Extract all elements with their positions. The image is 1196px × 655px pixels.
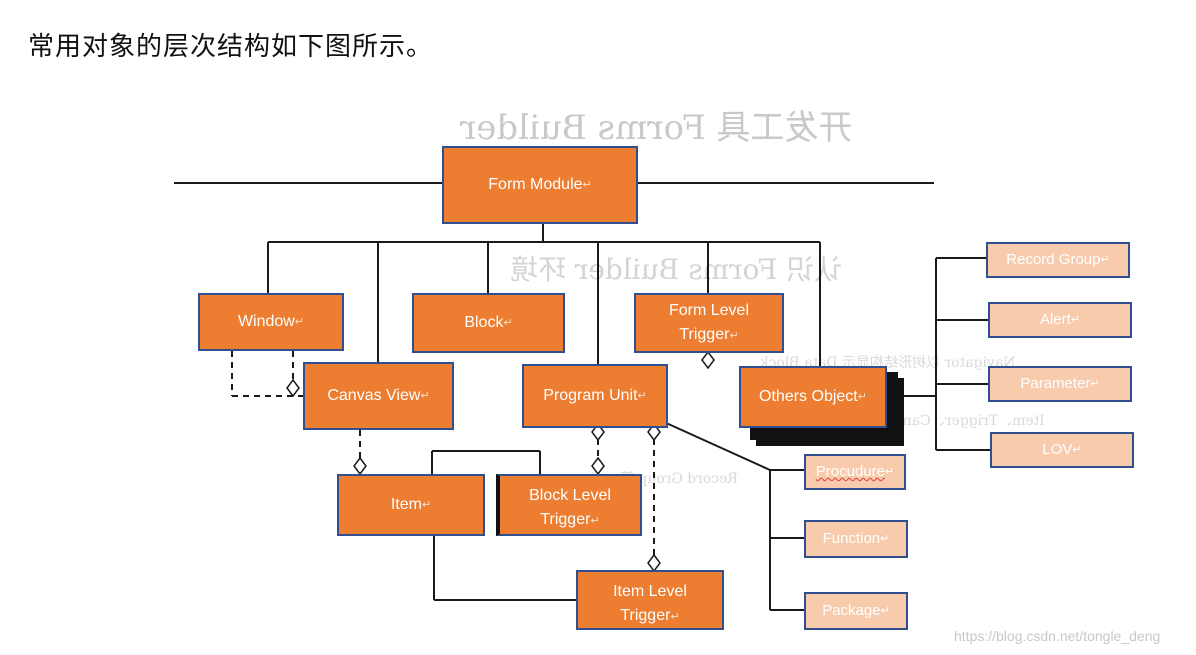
watermark-url: https://blog.csdn.net/tongle_deng [954,628,1161,644]
node-window: Window↵ [198,293,344,351]
node-label: Item Level Trigger [613,583,687,624]
node-form-module: Form Module↵ [442,146,638,224]
node-item-level-trigger: Item Level Trigger↵ [576,570,724,630]
node-program-unit: Program Unit↵ [522,364,668,428]
diamond-marker [647,422,661,442]
node-procudure: Procudure↵ [804,454,906,490]
diamond-marker [591,456,605,476]
node-alert: Alert↵ [988,302,1132,338]
page-heading: 常用对象的层次结构如下图所示。 [28,32,434,62]
node-label: Record Group [1006,250,1101,268]
paragraph-mark: ↵ [503,316,513,329]
node-record-group: Record Group↵ [986,242,1130,278]
paragraph-mark: ↵ [421,498,432,511]
node-label: Others Object [759,388,858,405]
node-block: Block↵ [412,293,565,353]
node-block-level-trigger: Block Level Trigger↵ [496,474,642,536]
paragraph-mark: ↵ [294,315,305,328]
node-label: Item [390,496,422,513]
paragraph-mark: ↵ [880,604,890,617]
node-function: Function↵ [804,520,908,558]
paragraph-mark: ↵ [857,390,867,403]
node-label: Function [822,529,881,547]
node-label: Parameter [1020,374,1091,392]
node-label: Package [822,601,881,619]
node-canvas-view: Canvas View↵ [303,362,454,430]
diamond-marker [701,350,715,370]
node-lov: LOV↵ [990,432,1134,468]
node-label: Alert [1039,310,1071,328]
paragraph-mark: ↵ [1070,313,1081,326]
node-item: Item↵ [337,474,485,536]
node-package: Package↵ [804,592,908,630]
paragraph-mark: ↵ [670,611,680,623]
paragraph-mark: ↵ [1100,253,1110,266]
node-label: Block [464,314,504,331]
node-label: LOV [1042,440,1073,458]
paragraph-mark: ↵ [885,465,895,478]
node-label: Form Level Trigger [668,302,750,343]
node-parameter: Parameter↵ [988,366,1132,402]
paragraph-mark: ↵ [880,532,890,545]
node-others-object: Others Object↵ [739,366,887,428]
paragraph-mark: ↵ [1072,443,1082,456]
node-label: Window [237,313,295,330]
paragraph-mark: ↵ [590,515,600,527]
paragraph-mark: ↵ [1090,377,1100,390]
paragraph-mark: ↵ [729,330,739,342]
diamond-marker [647,553,661,573]
node-label: Canvas View [327,387,421,404]
paragraph-mark: ↵ [420,389,430,402]
node-label: Procudure [815,462,885,480]
node-form-level-trigger: Form Level Trigger↵ [634,293,784,353]
diamond-marker [591,422,605,442]
diamond-marker [286,378,300,398]
diamond-marker [353,456,367,476]
paragraph-mark: ↵ [582,178,592,191]
paragraph-mark: ↵ [637,389,647,402]
node-label: Program Unit [543,387,638,404]
node-label: Form Module [488,176,583,193]
node-label: Block Level Trigger [529,487,611,528]
